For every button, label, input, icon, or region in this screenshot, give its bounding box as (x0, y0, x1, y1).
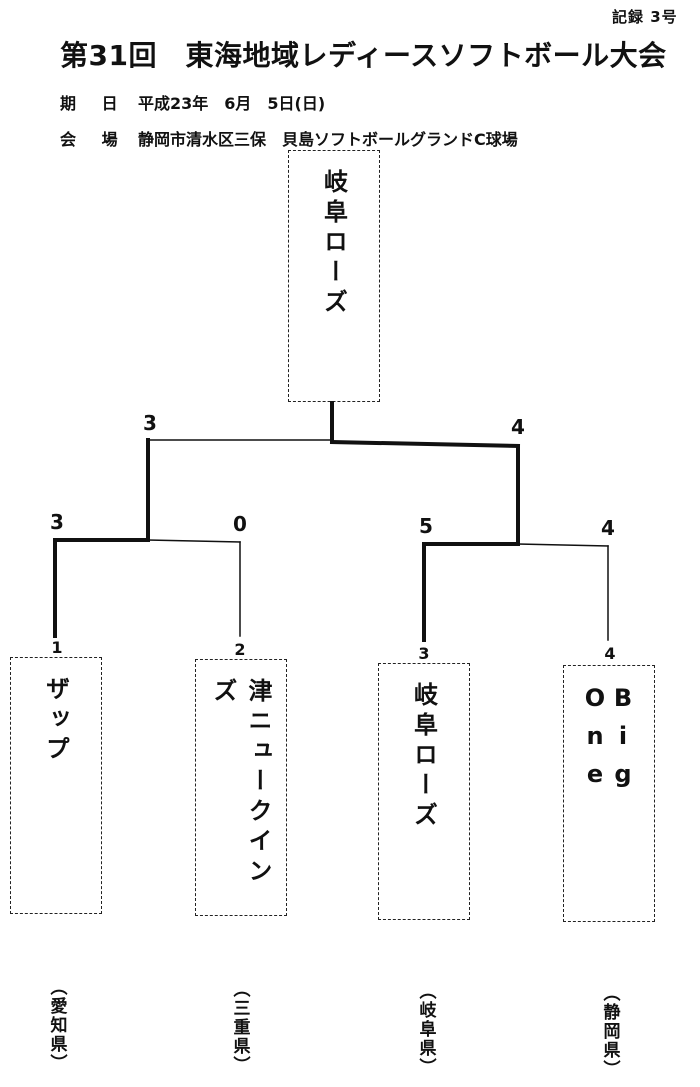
final-bar-right-line (329, 439, 521, 449)
final-left-score: 3 (143, 411, 157, 435)
team-1-prefecture: （愛知県） (46, 978, 67, 1073)
semi1-right-score: 0 (233, 512, 247, 536)
team-3-prefecture: （岐阜県） (415, 982, 436, 1077)
venue-row: 会 場 静岡市清水区三保 貝島ソフトボールグランドC球場 (60, 126, 518, 150)
team-2-prefecture: （三重県） (229, 980, 250, 1075)
team-1-seed: 1 (51, 638, 63, 657)
team-4-prefecture: （静岡県） (599, 984, 620, 1079)
semi2-right-score: 4 (601, 516, 615, 540)
page-title: 第31回 東海地域レディースソフトボール大会 (60, 39, 667, 72)
date-value: 平成23年 6月 5日(日) (138, 94, 326, 113)
team-2-name: 津ニュークインズ (209, 678, 272, 888)
record-number: 記録 3号 (612, 8, 678, 26)
team-2-box: 津ニュークインズ (195, 659, 287, 916)
team-1-box: ザップ (10, 657, 102, 914)
team-3-seed: 3 (418, 644, 430, 663)
semi1-left-score: 3 (50, 510, 64, 534)
semi2-bar-right-line (517, 543, 609, 547)
venue-value: 静岡市清水区三保 貝島ソフトボールグランドC球場 (138, 130, 518, 149)
date-row: 期 日 平成23年 6月 5日(日) (60, 90, 325, 114)
champion-box: 岐阜ローズ (288, 150, 380, 402)
champion-name: 岐阜ローズ (319, 169, 348, 319)
team-3-box: 岐阜ローズ (378, 663, 470, 920)
team-3-name: 岐阜ローズ (409, 682, 438, 832)
team-4-seed: 4 (604, 644, 616, 663)
final-right-score: 4 (511, 415, 525, 439)
venue-label: 会 場 (60, 130, 128, 149)
team-4-box: Big One (563, 665, 655, 922)
date-label: 期 日 (60, 94, 128, 113)
semi1-bar-right-line (147, 539, 241, 543)
team-1-name: ザップ (41, 676, 70, 766)
team-4-name: Big One (581, 684, 637, 798)
semi2-left-score: 5 (419, 514, 433, 538)
team-2-seed: 2 (234, 640, 246, 659)
